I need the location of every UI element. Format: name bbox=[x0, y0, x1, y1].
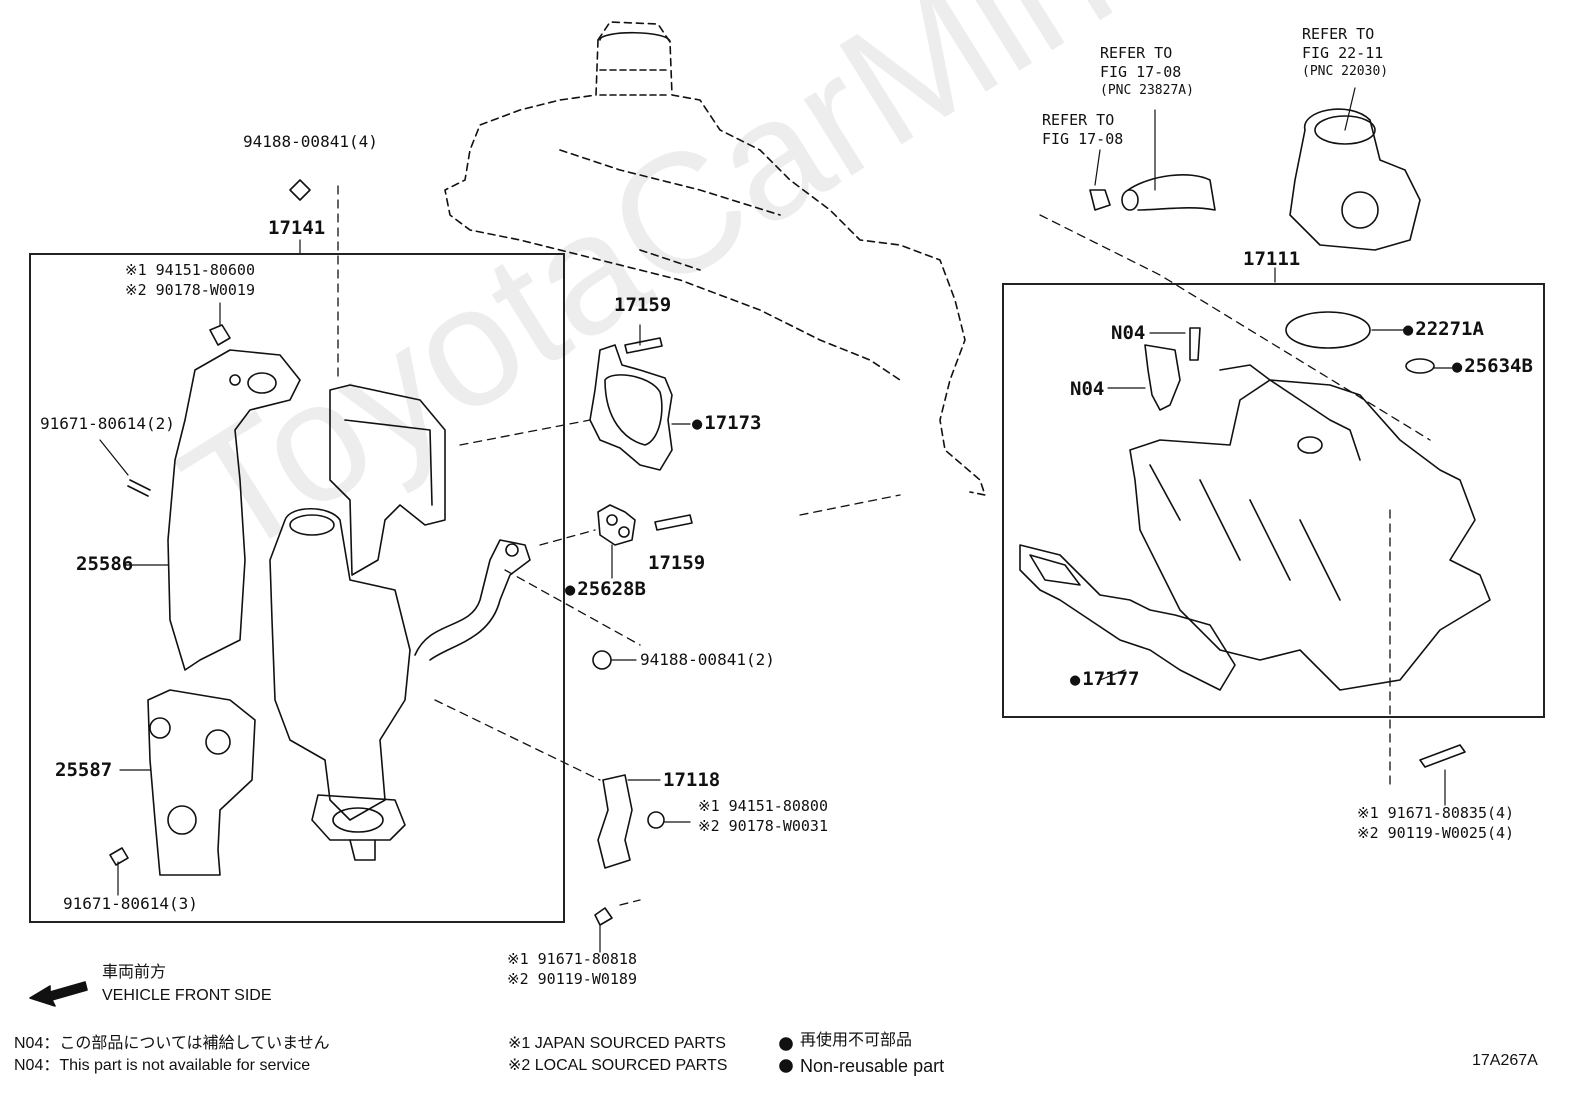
label-17159-upper: 17159 bbox=[614, 294, 672, 316]
label-91671-80614-3: 91671-80614(3) bbox=[63, 894, 198, 913]
vehicle-front-en: VEHICLE FRONT SIDE bbox=[102, 987, 272, 1004]
non-reusable-en: Non-reusable part bbox=[800, 1056, 945, 1076]
hose-23827A bbox=[1127, 174, 1216, 211]
label-90178-W0031: ※2 90178-W0031 bbox=[698, 817, 828, 835]
gasket-25628B bbox=[597, 504, 636, 546]
n04-note-jp: N04：この部品については補給していません bbox=[14, 1035, 330, 1052]
vehicle-front-jp: 車両前方 bbox=[102, 964, 167, 981]
label-94188-00841-2: 94188-00841(2) bbox=[640, 650, 775, 669]
label-22271A: 22271A bbox=[1403, 320, 1484, 339]
label-25587: 25587 bbox=[55, 759, 113, 781]
label-90178-W0019: ※2 90178-W0019 bbox=[125, 281, 255, 299]
label-17159-lower: 17159 bbox=[648, 552, 706, 574]
bracket-17118 bbox=[597, 774, 633, 869]
front-arrow bbox=[29, 981, 88, 1007]
label-94151-80600: ※1 94151-80600 bbox=[125, 261, 255, 279]
label-25586: 25586 bbox=[76, 553, 134, 575]
o-ring-22271A bbox=[1285, 311, 1371, 349]
japan-sourced-note: ※1 JAPAN SOURCED PARTS bbox=[508, 1035, 726, 1052]
label-94151-80800: ※1 94151-80800 bbox=[698, 797, 828, 815]
label-25634B: 25634B bbox=[1452, 357, 1533, 376]
catalytic-converter bbox=[269, 508, 411, 821]
label-25628B: 25628B bbox=[565, 580, 646, 599]
non-reusable-jp: 再使用不可部品 bbox=[800, 1032, 913, 1049]
n04-note-en: N04：This part is not available for servi… bbox=[14, 1057, 311, 1074]
label-17173: 17173 bbox=[692, 414, 761, 433]
label-91671-80835: ※1 91671-80835(4) bbox=[1357, 804, 1515, 822]
figure-code: 17A267A bbox=[1472, 1052, 1538, 1069]
label-94188-00841-4: 94188-00841(4) bbox=[243, 132, 378, 151]
leader-lines bbox=[337, 185, 1431, 906]
heat-shield-lower bbox=[147, 689, 256, 876]
label-90119-W0025: ※2 90119-W0025(4) bbox=[1357, 824, 1515, 842]
sensor-pipe bbox=[414, 539, 531, 661]
throttle-body bbox=[1289, 108, 1421, 251]
exhaust-group-frame bbox=[29, 253, 565, 923]
label-17177: 17177 bbox=[1070, 670, 1139, 689]
stud-17159-upper bbox=[624, 337, 663, 354]
gasket-17173 bbox=[589, 344, 673, 471]
engine-block-outline bbox=[444, 21, 986, 496]
intake-group-frame bbox=[1002, 283, 1545, 718]
heat-shield-upper bbox=[167, 349, 301, 671]
exhaust-manifold bbox=[329, 384, 446, 576]
label-n04-upper: N04 bbox=[1111, 322, 1146, 344]
n04-sensor bbox=[1144, 344, 1181, 411]
label-17111: 17111 bbox=[1243, 248, 1301, 270]
label-17118: 17118 bbox=[663, 769, 721, 791]
label-91671-80614-2: 91671-80614(2) bbox=[40, 414, 175, 433]
label-91671-80818: ※1 91671-80818 bbox=[507, 950, 637, 968]
stud-17159-lower bbox=[654, 514, 693, 531]
label-90119-W0189: ※2 90119-W0189 bbox=[507, 970, 637, 988]
label-n04-lower: N04 bbox=[1070, 378, 1105, 400]
local-sourced-note: ※2 LOCAL SOURCED PARTS bbox=[508, 1057, 728, 1074]
label-17141: 17141 bbox=[268, 217, 326, 239]
gasket-17177 bbox=[1019, 544, 1236, 691]
